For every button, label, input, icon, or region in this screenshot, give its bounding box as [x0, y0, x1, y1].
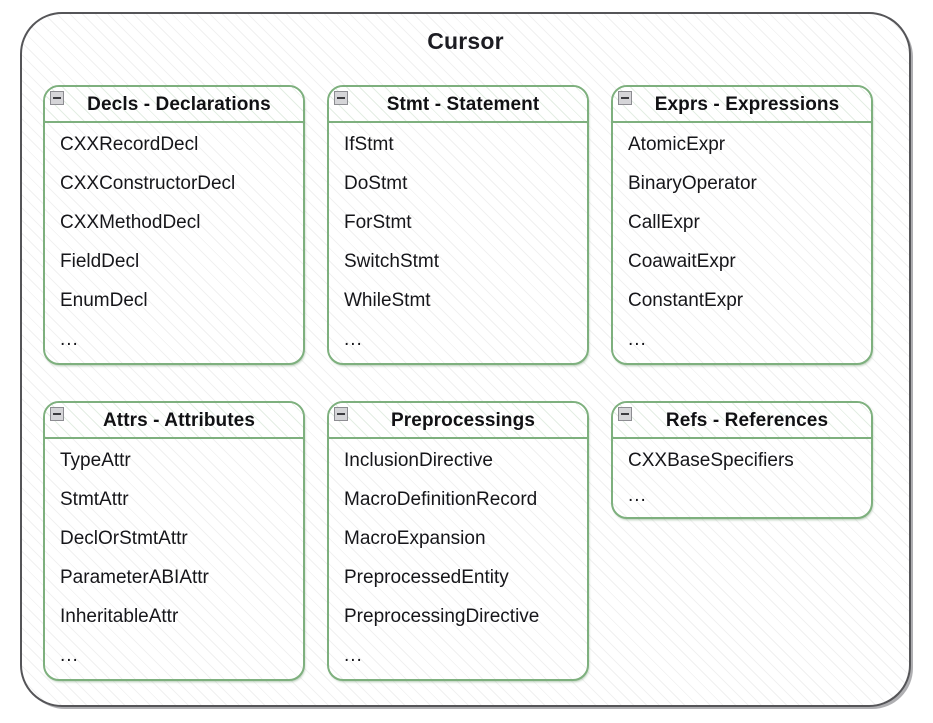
list-item[interactable]: CXXConstructorDecl: [60, 173, 236, 194]
list-item[interactable]: CXXMethodDecl: [60, 212, 201, 233]
list-item[interactable]: WhileStmt: [344, 290, 431, 311]
list-item[interactable]: MacroDefinitionRecord: [344, 489, 538, 510]
list-item[interactable]: MacroExpansion: [344, 528, 486, 549]
group-header-preprocessings[interactable]: Preprocessings: [329, 403, 587, 439]
collapse-minus-icon[interactable]: [50, 407, 64, 421]
list-item[interactable]: InheritableAttr: [60, 606, 179, 627]
list-item[interactable]: IfStmt: [344, 134, 394, 155]
list-item[interactable]: AtomicExpr: [628, 134, 726, 155]
list-item[interactable]: SwitchStmt: [344, 251, 440, 272]
group-header-stmt[interactable]: Stmt - Statement: [329, 87, 587, 123]
list-item[interactable]: InclusionDirective: [344, 450, 493, 471]
list-item[interactable]: CXXBaseSpecifiers: [628, 450, 794, 471]
list-item[interactable]: TypeAttr: [60, 450, 131, 471]
collapse-minus-icon[interactable]: [334, 91, 348, 105]
list-item[interactable]: PreprocessingDirective: [344, 606, 540, 627]
list-item-more[interactable]: ...: [60, 645, 79, 666]
list-item[interactable]: ConstantExpr: [628, 290, 744, 311]
list-item[interactable]: StmtAttr: [60, 489, 129, 510]
list-item[interactable]: FieldDecl: [60, 251, 140, 272]
list-item[interactable]: CXXRecordDecl: [60, 134, 199, 155]
collapse-minus-icon[interactable]: [334, 407, 348, 421]
group-header-decls[interactable]: Decls - Declarations: [45, 87, 303, 123]
group-body-refs: CXXBaseSpecifiers...: [613, 439, 871, 517]
group-header-refs[interactable]: Refs - References: [613, 403, 871, 439]
group-header-attrs[interactable]: Attrs - Attributes: [45, 403, 303, 439]
group-header-exprs[interactable]: Exprs - Expressions: [613, 87, 871, 123]
page-title: Cursor: [427, 28, 504, 54]
group-title-attrs: Attrs - Attributes: [102, 409, 256, 431]
list-item-more[interactable]: ...: [628, 329, 647, 350]
list-item-more[interactable]: ...: [628, 485, 647, 506]
collapse-minus-icon[interactable]: [618, 91, 632, 105]
list-item[interactable]: CoawaitExpr: [628, 251, 736, 272]
group-title-stmt: Stmt - Statement: [386, 93, 540, 115]
group-title-decls: Decls - Declarations: [87, 93, 271, 115]
list-item-more[interactable]: ...: [344, 329, 363, 350]
list-item[interactable]: PreprocessedEntity: [344, 567, 509, 588]
group-title-exprs: Exprs - Expressions: [654, 93, 840, 115]
collapse-minus-icon[interactable]: [50, 91, 64, 105]
list-item[interactable]: EnumDecl: [60, 290, 148, 311]
group-title-preprocessings: Preprocessings: [391, 409, 535, 431]
list-item-more[interactable]: ...: [60, 329, 79, 350]
list-item[interactable]: DoStmt: [344, 173, 408, 194]
list-item[interactable]: BinaryOperator: [628, 173, 757, 194]
list-item[interactable]: ForStmt: [344, 212, 412, 233]
list-item[interactable]: ParameterABIAttr: [60, 567, 209, 588]
group-title-refs: Refs - References: [665, 409, 829, 431]
list-item[interactable]: CallExpr: [628, 212, 700, 233]
list-item[interactable]: DeclOrStmtAttr: [60, 528, 188, 549]
list-item-more[interactable]: ...: [344, 645, 363, 666]
collapse-minus-icon[interactable]: [618, 407, 632, 421]
